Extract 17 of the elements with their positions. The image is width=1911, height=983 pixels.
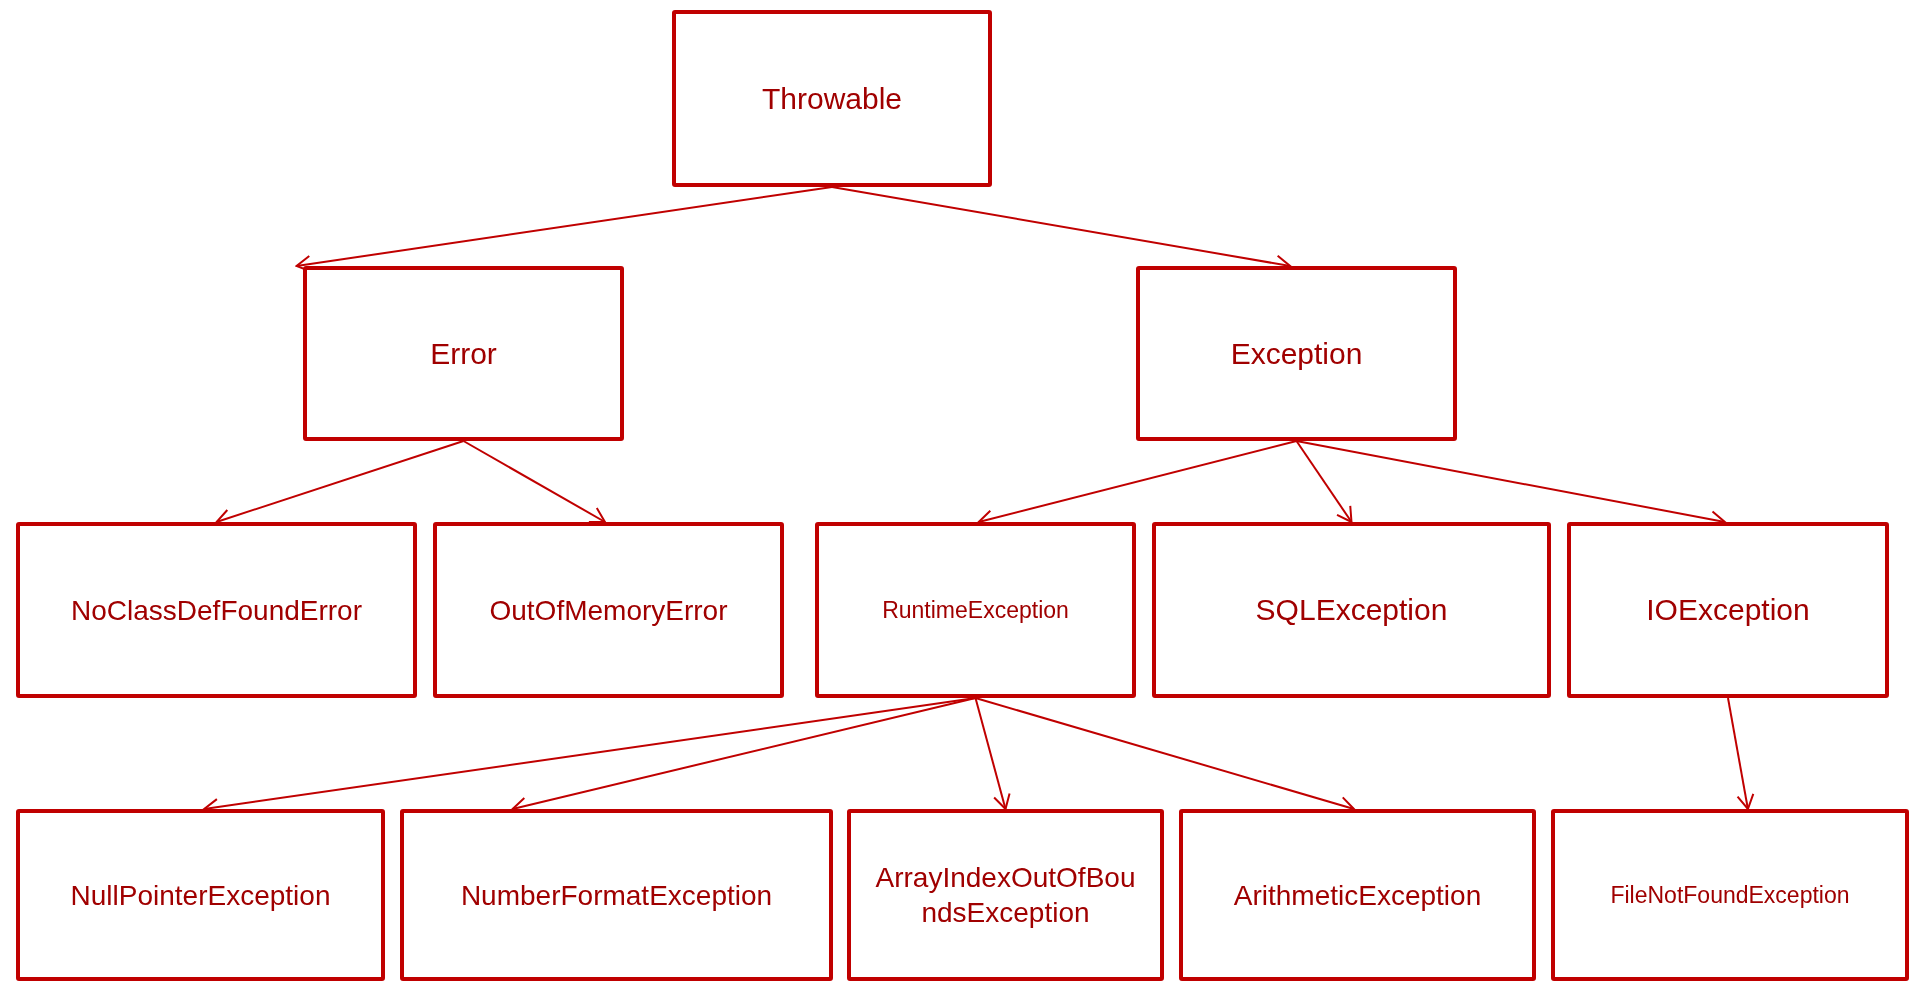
arrow	[974, 697, 1011, 810]
class-box: ArrayIndexOutOfBoundsException	[847, 809, 1164, 981]
class-box: NullPointerException	[16, 809, 385, 981]
class-box: SQLException	[1152, 522, 1551, 698]
class-box: ArithmeticException	[1179, 809, 1536, 981]
class-box: Error	[303, 266, 624, 441]
class-box: NumberFormatException	[400, 809, 833, 981]
class-box: Throwable	[672, 10, 992, 187]
class-box: IOException	[1567, 522, 1889, 698]
arrow	[462, 440, 606, 523]
class-box: RuntimeException	[815, 522, 1136, 698]
class-box: Exception	[1136, 266, 1457, 441]
class-box: OutOfMemoryError	[433, 522, 784, 698]
class-box: NoClassDefFoundError	[16, 522, 417, 698]
class-box: FileNotFoundException	[1551, 809, 1909, 981]
arrow	[1727, 697, 1755, 810]
arrow	[1295, 440, 1353, 523]
